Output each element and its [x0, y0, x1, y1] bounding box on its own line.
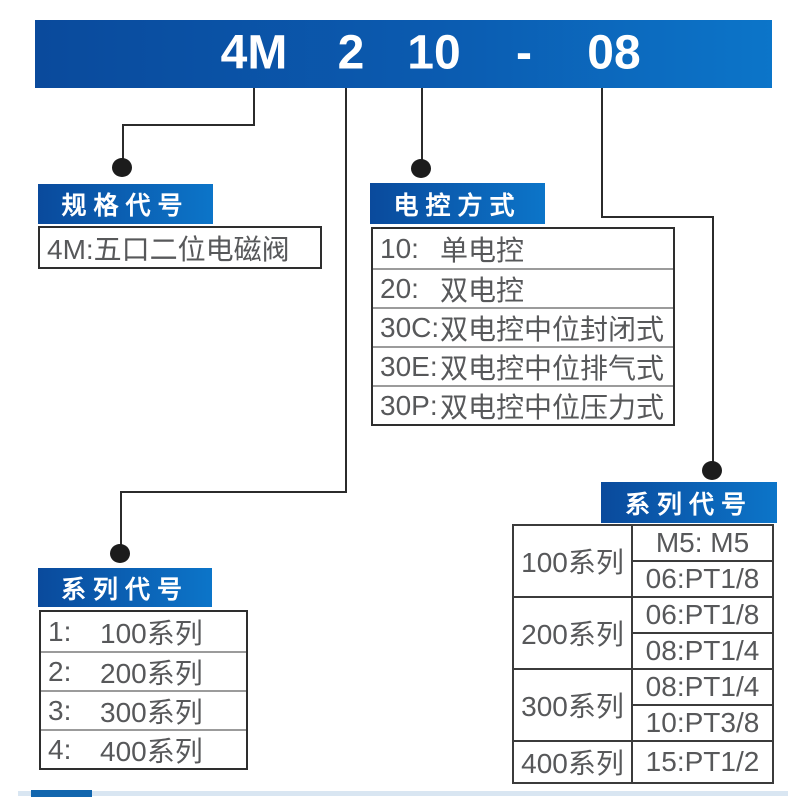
series-cell: 300系列 — [512, 668, 633, 742]
connector-line — [601, 216, 714, 218]
table-row: 08:PT1/4 — [513, 632, 774, 670]
table-row: 06:PT1/8 — [513, 560, 774, 598]
row-code: 30P: — [380, 389, 438, 421]
row-code: 30C: — [380, 311, 440, 343]
connector-line — [253, 88, 255, 126]
connector-line — [120, 491, 122, 546]
model-part-control: 10 — [407, 26, 461, 80]
row-code: 4: — [48, 733, 72, 765]
connector-line — [120, 491, 347, 493]
series-code-table: 1: 100系列 2: 200系列 3: 300系列 4: 400系列 — [39, 610, 248, 770]
series-cell: 200系列 — [512, 596, 633, 670]
control-mode-header: 电控方式 — [370, 183, 545, 224]
row-label: 200系列 — [100, 657, 203, 689]
table-row: 10: 单电控 — [373, 229, 673, 268]
connector-line — [122, 124, 124, 160]
table-row: 3: 300系列 — [41, 690, 246, 729]
model-part-series: 2 — [337, 26, 365, 80]
table-row: 2: 200系列 — [41, 651, 246, 690]
port-cell: 06:PT1/8 — [631, 596, 774, 634]
row-code: 30E: — [380, 350, 438, 382]
bottom-divider-accent — [31, 790, 92, 797]
port-size-table: 100系列 M5: M5 06:PT1/8 200系列 06:PT1/8 08:… — [512, 524, 774, 784]
port-cell: 08:PT1/4 — [631, 632, 774, 670]
row-label: 400系列 — [100, 735, 203, 767]
connector-dot — [112, 158, 132, 177]
model-part-dash: - — [516, 26, 532, 80]
series-code-header: 系列代号 — [38, 568, 212, 607]
port-cell: M5: M5 — [631, 524, 774, 562]
model-number-banner: 4M 2 10 - 08 — [35, 20, 772, 88]
table-row: 200系列 06:PT1/8 — [512, 596, 774, 670]
row-label: 双电控中位压力式 — [440, 391, 665, 423]
table-row: 30E: 双电控中位排气式 — [373, 346, 673, 385]
table-row: 20: 双电控 — [373, 268, 673, 307]
table-row: 10:PT3/8 — [513, 704, 774, 742]
connector-line — [345, 88, 347, 493]
connector-dot — [110, 544, 130, 563]
spec-code-header: 规格代号 — [38, 184, 213, 224]
port-size-header: 系列代号 — [601, 482, 777, 523]
connector-line — [601, 88, 603, 218]
connector-line — [122, 124, 255, 126]
row-label: 双电控中位封闭式 — [440, 313, 665, 345]
series-cell: 400系列 — [512, 740, 633, 784]
connector-dot — [411, 159, 431, 178]
table-row: 30C: 双电控中位封闭式 — [373, 307, 673, 346]
row-label: 双电控中位排气式 — [440, 352, 665, 384]
row-label: 双电控 — [440, 274, 525, 306]
row-label: 单电控 — [440, 234, 525, 266]
row-label: 100系列 — [100, 617, 203, 649]
table-row: 30P: 双电控中位压力式 — [373, 385, 673, 424]
model-part-spec: 4M — [220, 26, 288, 80]
table-row: 300系列 08:PT1/4 — [512, 668, 774, 742]
model-part-port: 08 — [587, 26, 641, 80]
port-cell: 08:PT1/4 — [631, 668, 774, 706]
row-code: 3: — [48, 694, 72, 726]
row-code: 1: — [48, 615, 72, 647]
row-code: 10: — [380, 232, 419, 264]
table-row: 4: 400系列 — [41, 729, 246, 768]
connector-line — [712, 216, 714, 463]
table-row: 1: 100系列 — [41, 612, 246, 651]
row-code: 20: — [380, 272, 419, 304]
spec-code-value: 4M:五口二位电磁阀 — [38, 226, 322, 269]
row-label: 300系列 — [100, 696, 203, 728]
connector-line — [421, 88, 423, 161]
table-row: 400系列 15:PT1/2 — [512, 740, 774, 784]
port-cell: 10:PT3/8 — [631, 704, 774, 742]
port-cell: 15:PT1/2 — [631, 740, 774, 784]
connector-dot — [702, 461, 722, 480]
bottom-divider — [18, 791, 788, 796]
port-cell: 06:PT1/8 — [631, 560, 774, 598]
series-cell: 100系列 — [512, 524, 633, 598]
table-row: 100系列 M5: M5 — [512, 524, 774, 598]
row-code: 2: — [48, 655, 72, 687]
control-mode-table: 10: 单电控 20: 双电控 30C: 双电控中位封闭式 30E: 双电控中位… — [371, 227, 675, 426]
